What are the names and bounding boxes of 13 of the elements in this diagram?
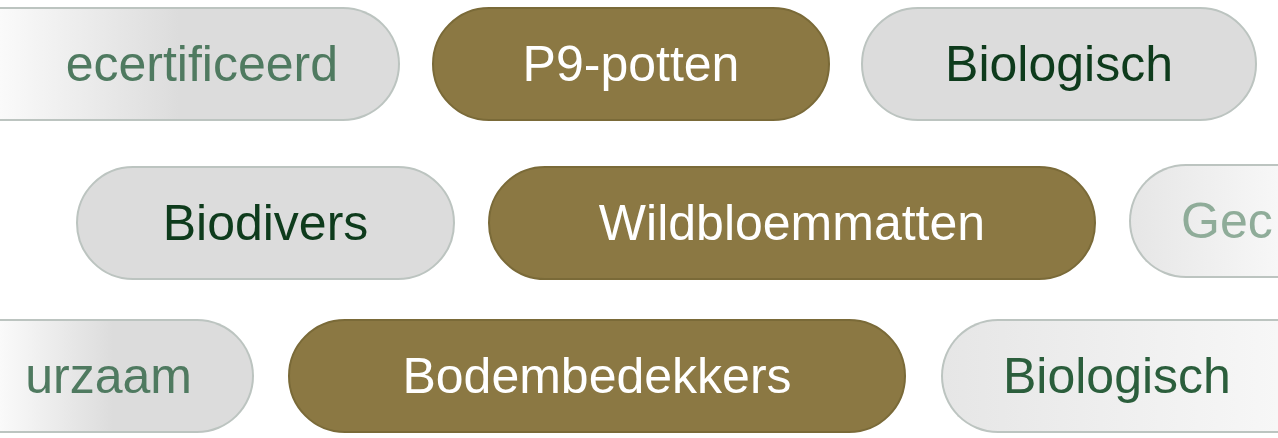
tag-label: urzaam	[25, 347, 192, 405]
tag-label: Wildbloemmatten	[598, 194, 986, 252]
tag-label: Biologisch	[945, 35, 1173, 93]
tag-label: Biologisch	[1003, 347, 1231, 405]
tag-label: P9-potten	[522, 35, 740, 93]
tag-pill	[941, 319, 1278, 433]
tag-label: Bodembedekkers	[402, 347, 792, 405]
tag-pill	[0, 7, 400, 121]
tag-pill	[0, 319, 254, 433]
tag-pill	[1129, 164, 1278, 278]
tag-label: ecertificeerd	[65, 35, 338, 93]
tag-label: Biodivers	[162, 194, 369, 252]
tag-label: Gec	[1181, 192, 1273, 250]
